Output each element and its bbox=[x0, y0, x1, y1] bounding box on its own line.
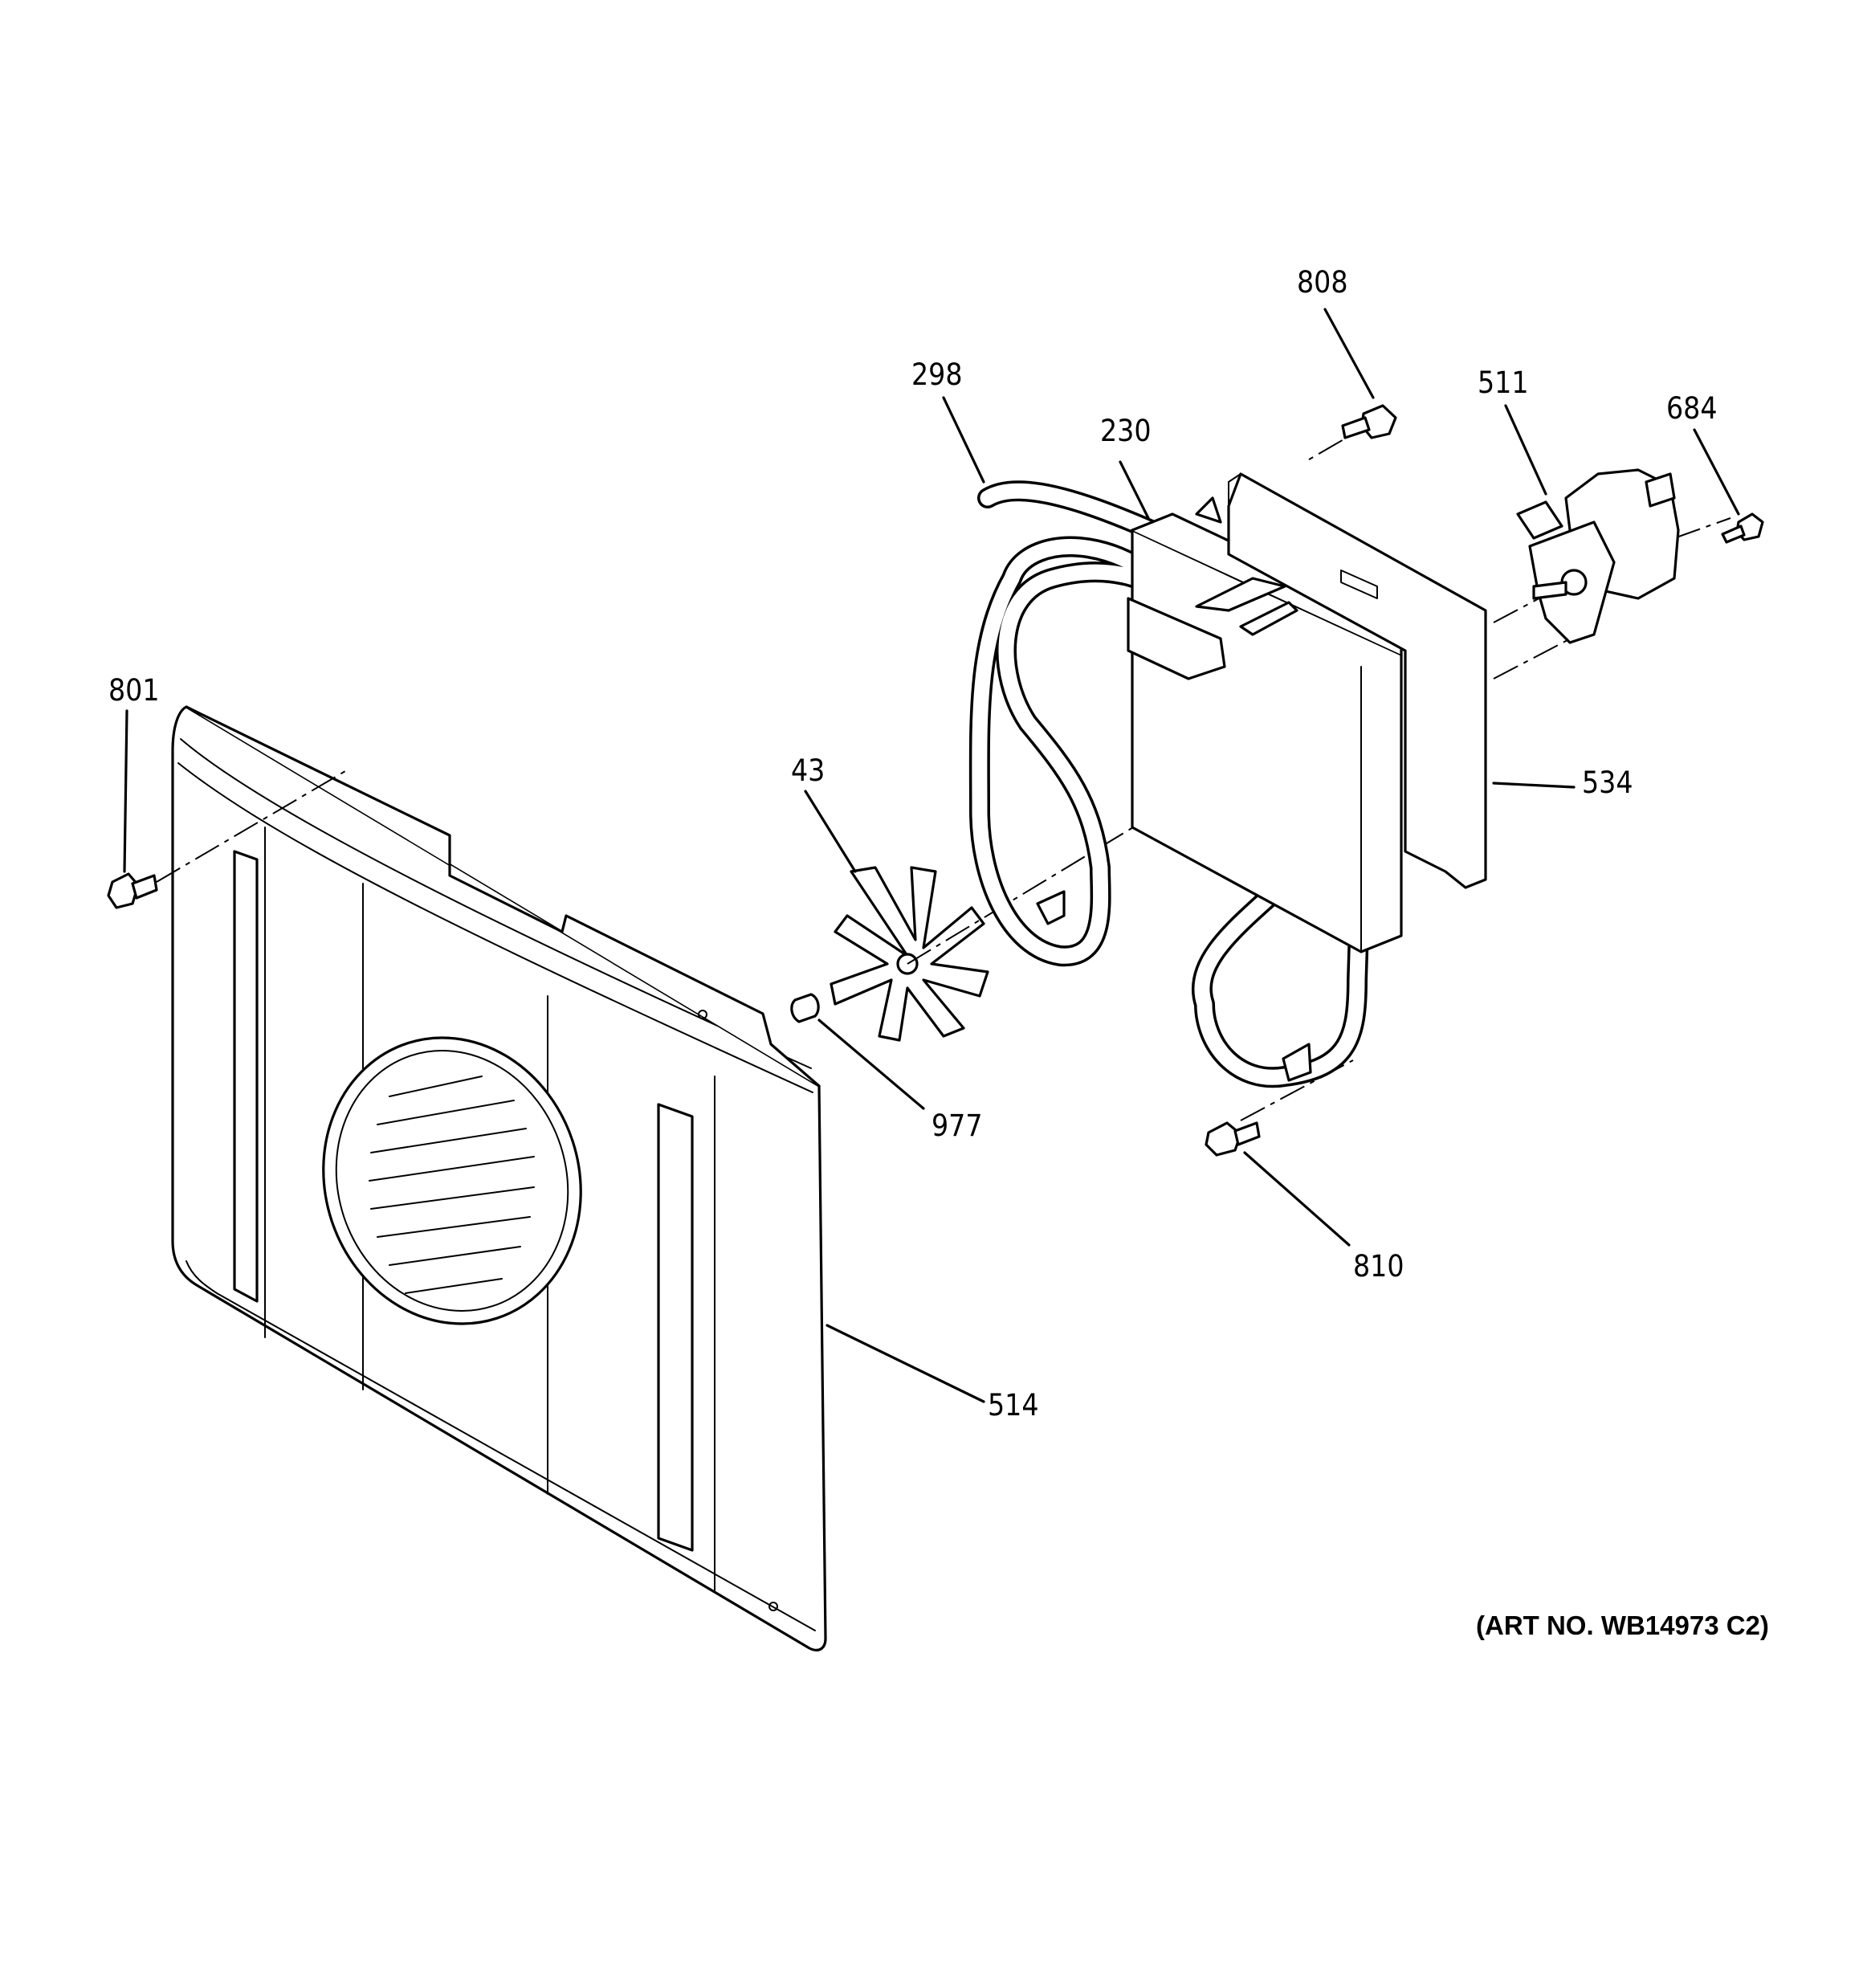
leader-810 bbox=[1243, 1151, 1351, 1247]
label-534: 534 bbox=[1582, 765, 1633, 800]
leader-lines bbox=[123, 308, 1740, 1403]
art-number: (ART NO. WB14973 C2) bbox=[1476, 1610, 1769, 1640]
leader-808 bbox=[1323, 308, 1375, 399]
screw-810 bbox=[1205, 1121, 1261, 1157]
label-810: 810 bbox=[1353, 1249, 1404, 1284]
leader-514 bbox=[826, 1324, 985, 1403]
leader-511 bbox=[1504, 404, 1547, 496]
label-514: 514 bbox=[988, 1388, 1039, 1423]
axis-line-801 bbox=[156, 770, 346, 883]
fan-motor-511 bbox=[1516, 468, 1680, 644]
label-298: 298 bbox=[911, 357, 963, 392]
leader-43 bbox=[804, 790, 857, 873]
label-230: 230 bbox=[1100, 414, 1152, 448]
label-684: 684 bbox=[1666, 391, 1718, 426]
fan-blade-43 bbox=[830, 866, 989, 1042]
leader-230 bbox=[1119, 460, 1150, 520]
spacer-977 bbox=[790, 993, 820, 1023]
leader-298 bbox=[942, 396, 985, 484]
label-43: 43 bbox=[791, 753, 826, 788]
screw-808 bbox=[1341, 404, 1397, 439]
leader-534 bbox=[1492, 782, 1576, 789]
axis-line-810 bbox=[1240, 1059, 1354, 1121]
screw-801 bbox=[107, 872, 158, 909]
label-801: 801 bbox=[108, 673, 160, 708]
leader-977 bbox=[817, 1018, 925, 1110]
screw-684 bbox=[1721, 512, 1764, 544]
back-cover-534 bbox=[1195, 472, 1487, 889]
back-panel-514 bbox=[171, 705, 827, 1651]
leader-684 bbox=[1693, 428, 1740, 516]
label-808: 808 bbox=[1297, 265, 1348, 300]
axis-line-684 bbox=[1673, 517, 1731, 539]
leader-801 bbox=[123, 709, 128, 873]
axis-line-511-b bbox=[1493, 630, 1587, 680]
label-977: 977 bbox=[932, 1108, 983, 1143]
label-511: 511 bbox=[1478, 365, 1529, 400]
